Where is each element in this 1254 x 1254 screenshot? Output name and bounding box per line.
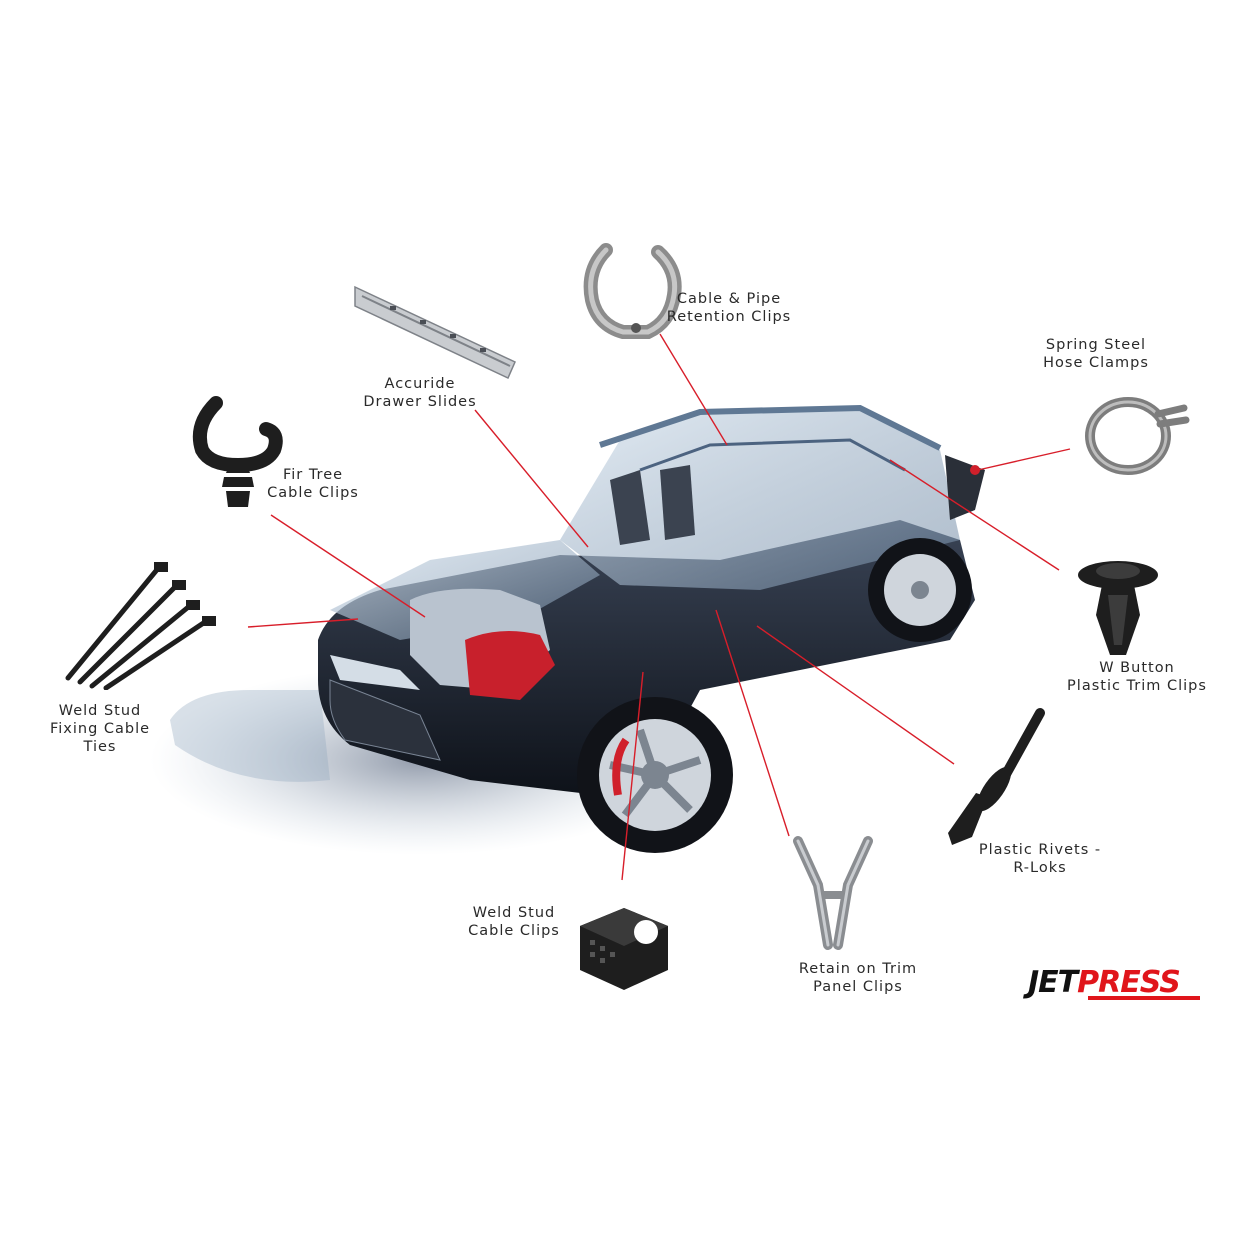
hose-clamp-icon <box>1085 397 1190 475</box>
leader-weld-stud-clips <box>621 671 644 881</box>
leader-retain-trim <box>715 609 790 837</box>
logo-underline <box>1088 996 1200 1000</box>
trim-clip-icon <box>1078 561 1158 655</box>
fir-tree-clip-icon <box>192 396 283 507</box>
jetpress-logo: JETPRESS <box>1028 966 1204 1000</box>
label-weld-stud-clips: Weld Stud Cable Clips <box>468 905 560 939</box>
label-w-button: W Button Plastic Trim Clips <box>1067 660 1207 694</box>
leader-spring-steel <box>977 448 1071 471</box>
leader-fir-tree <box>270 514 426 618</box>
leader-accuride <box>474 409 589 548</box>
leader-cable-pipe <box>659 333 728 446</box>
panel-clip-icon <box>793 836 873 950</box>
logo-press: PRESS <box>1077 965 1181 1000</box>
label-fir-tree: Fir Tree Cable Clips <box>267 467 359 501</box>
label-accuride: Accuride Drawer Slides <box>363 376 477 410</box>
label-plastic-rivets: Plastic Rivets - R-Loks <box>978 842 1102 876</box>
spring-clip-icon <box>583 243 682 339</box>
logo-jet: JET <box>1028 965 1078 1000</box>
cable-tie-icon <box>65 562 216 690</box>
label-weld-stud-ties: Weld Stud Fixing Cable Ties <box>49 703 151 755</box>
leader-w-button <box>889 459 1060 571</box>
label-retain-trim: Retain on Trim Panel Clips <box>798 961 918 995</box>
cable-clip-block-icon <box>580 908 668 990</box>
drawer-slide-icon <box>354 285 516 380</box>
leader-weld-stud-ties <box>247 618 359 628</box>
label-cable-pipe: Cable & Pipe Retention Clips <box>666 291 792 325</box>
rivet-icon <box>948 708 1045 845</box>
label-spring-steel: Spring Steel Hose Clamps <box>1043 337 1149 371</box>
leader-plastic-rivets <box>756 625 955 765</box>
